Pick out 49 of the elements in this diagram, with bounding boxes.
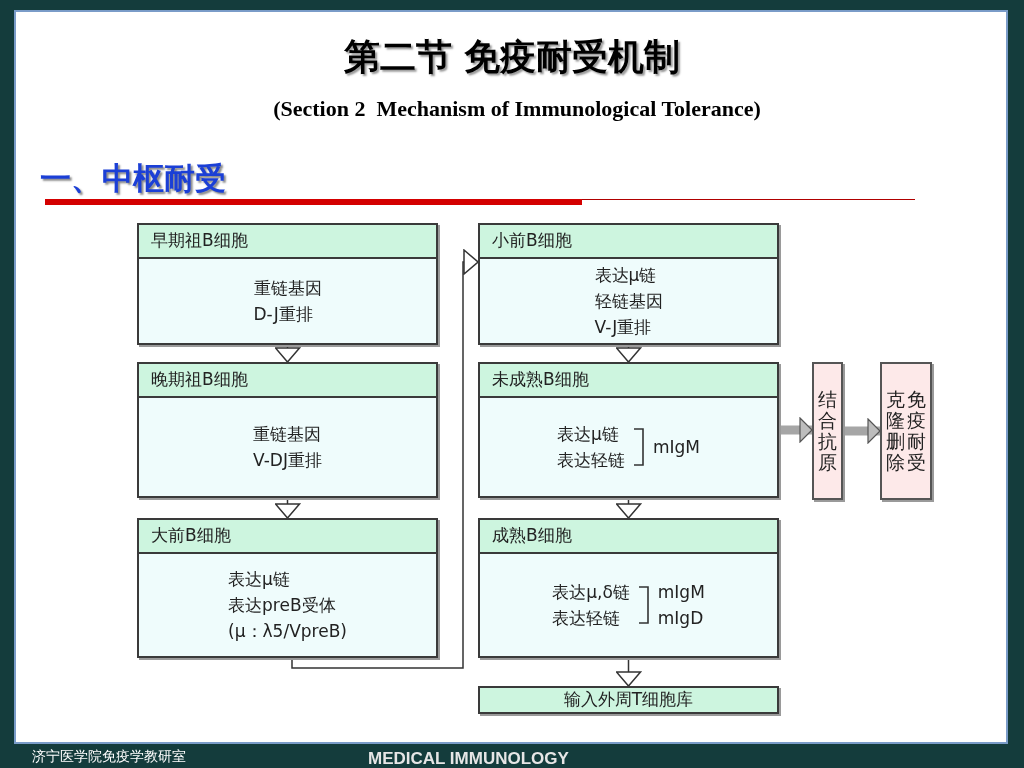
arrow <box>779 417 813 443</box>
cell-stage-box <box>478 362 779 498</box>
arrow <box>615 657 642 687</box>
stage-description: 重链基因 <box>253 277 322 300</box>
stage-description: 表达μ,δ链 <box>552 581 630 604</box>
stage-description: V-DJ重排 <box>253 449 322 472</box>
stage-description: 表达preB受体 <box>228 594 336 617</box>
section-heading: 一、中枢耐受 <box>40 159 226 198</box>
arrow <box>274 344 301 363</box>
stage-title: 成熟B细胞 <box>492 524 572 548</box>
slide-subtitle: (Section 2 Mechanism of Immunological Tolerance) <box>272 95 762 123</box>
slide-title: 第二节 免疫耐受机制 <box>342 35 682 79</box>
receptor-label: mIgM <box>657 581 705 604</box>
stage-title: 晚期祖B细胞 <box>151 368 248 392</box>
stage-description: 表达轻链 <box>552 607 621 630</box>
stage-description: 表达轻链 <box>556 449 625 472</box>
stage-description: D-J重排 <box>253 303 313 326</box>
cell-stage-box <box>137 223 438 345</box>
vertical-text: 结合抗原 <box>818 389 837 473</box>
stage-description: 轻链基因 <box>594 290 663 313</box>
footer-title: MEDICAL IMMUNOLOGY <box>368 748 569 768</box>
stage-title: 未成熟B细胞 <box>492 368 589 392</box>
outcome-box <box>812 362 843 500</box>
cell-stage-box <box>137 518 438 658</box>
arrow <box>274 497 301 519</box>
stage-title: 早期祖B细胞 <box>151 229 248 253</box>
vertical-text: 免疫耐受 <box>907 389 926 473</box>
receptor-label: mIgM <box>652 436 700 459</box>
stage-description: 表达μ链 <box>228 568 290 591</box>
stage-description: 重链基因 <box>253 423 322 446</box>
arrow <box>843 418 881 444</box>
vertical-text: 克隆删除 <box>886 389 905 473</box>
stage-title: 大前B细胞 <box>151 524 231 548</box>
outcome-box <box>880 362 932 500</box>
arrow <box>291 249 479 669</box>
stage-description: (μ：λ5/VpreB) <box>228 620 347 643</box>
stage-description: V-J重排 <box>594 316 652 339</box>
stage-title: 小前B细胞 <box>492 229 572 253</box>
cell-stage-box <box>478 518 779 658</box>
cell-stage-box <box>478 223 779 345</box>
stage-description: 表达μ链 <box>594 264 657 287</box>
output-label: 输入外周T细胞库 <box>563 688 694 712</box>
cell-stage-box <box>137 362 438 498</box>
receptor-label: mIgD <box>657 607 704 630</box>
footer-text: 济宁医学院免疫学教研室 <box>32 747 186 766</box>
arrow <box>615 497 642 519</box>
arrow <box>615 344 642 363</box>
output-bar <box>478 686 779 714</box>
stage-description: 表达μ链 <box>556 423 619 446</box>
